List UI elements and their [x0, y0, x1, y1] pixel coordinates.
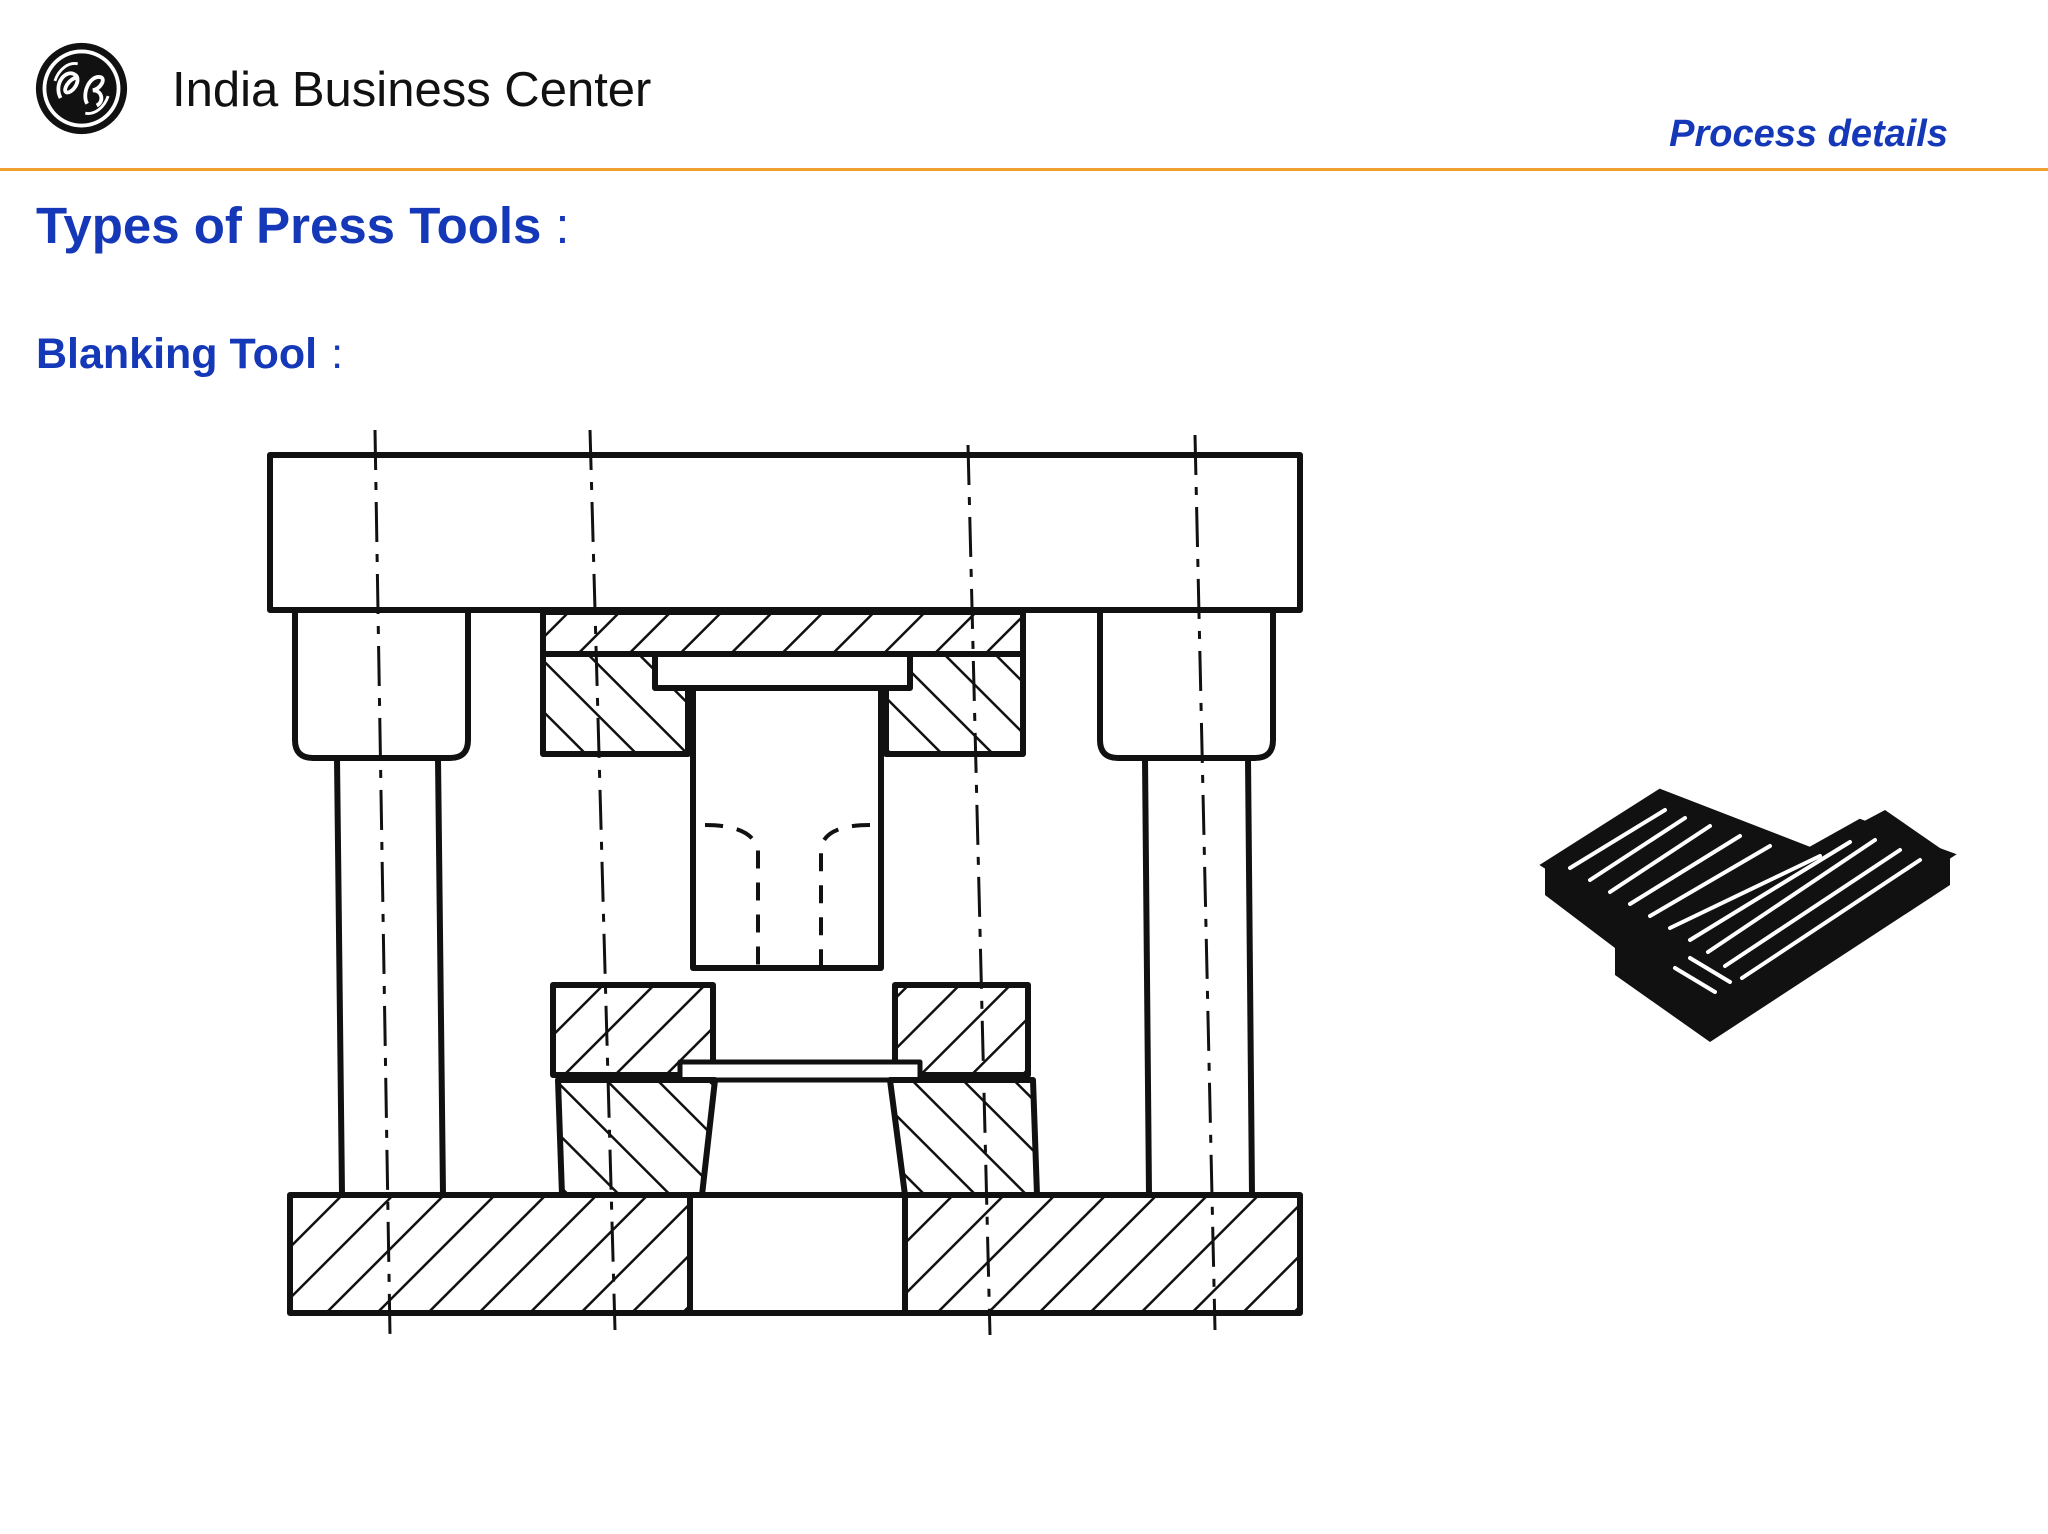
subsection-title-colon: : [331, 330, 344, 378]
subsection-title: Blanking Tool: [36, 330, 343, 379]
punch-holder [540, 609, 1026, 657]
bottom-plate-right [902, 1192, 1303, 1316]
subsection-title-text: Blanking Tool [36, 330, 318, 378]
die-right [887, 1077, 1040, 1198]
company-name: India Business Center [172, 63, 652, 117]
slide-title-text: Types of Press Tools [36, 197, 542, 254]
slide-title-colon: : [555, 197, 570, 254]
slide-title: Types of Press Tools: [36, 196, 570, 255]
punch-head [652, 651, 913, 691]
die-left [555, 1077, 718, 1198]
left-guide-bush [292, 610, 471, 761]
punch [690, 685, 884, 971]
part-face [1539, 788, 1957, 1016]
section-label: Process details [1669, 113, 1948, 155]
bottom-plate-left [287, 1192, 693, 1316]
strip [677, 1059, 923, 1083]
punch-plate-right [883, 651, 1026, 757]
ge-logo-icon [35, 42, 128, 135]
bottom-plate-opening [687, 1192, 908, 1316]
blanking-tool-diagram [267, 429, 1303, 1336]
header-divider [0, 168, 2048, 171]
right-guide-bush [1097, 610, 1276, 761]
blanked-part-drawing [1539, 788, 1957, 1042]
top-plate [267, 452, 1303, 613]
